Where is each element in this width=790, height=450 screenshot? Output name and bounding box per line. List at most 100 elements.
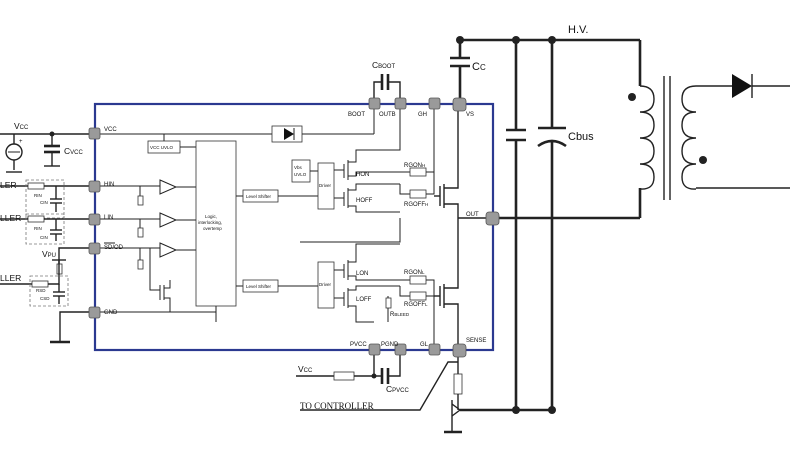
high-side-driver: Vbs UVLO Driver HON HOFF — [291, 104, 401, 213]
logic-label-3: overtemp — [203, 226, 222, 231]
cin2-sub: IN — [43, 235, 48, 240]
cin1-label: C — [40, 200, 44, 205]
pin-pvcc — [368, 343, 381, 356]
rsd-label: R — [36, 288, 40, 293]
svg-text:CIN: CIN — [40, 200, 48, 205]
bootstrap-capacitor: CBOOT — [372, 60, 401, 104]
controller-label-3: LLER — [0, 273, 21, 283]
pin-label-sd-od: SD/OD — [104, 245, 124, 251]
pin-label-gl: GL — [420, 342, 429, 348]
svg-text:CBOOT: CBOOT — [372, 60, 395, 70]
driver-high-label: Driver — [319, 183, 332, 188]
pin-label-pgnd: PGND — [381, 342, 399, 348]
level-shifter-low-label: Level Shifter — [246, 284, 272, 289]
pin-labels: VCC HIN LIN SD/OD GND BOOT OUTB GH VS OU… — [104, 112, 486, 348]
hoff-label: HOFF — [356, 198, 373, 204]
svg-text:RSD: RSD — [36, 288, 46, 293]
rgoff-l-label: RGOFF — [404, 302, 425, 308]
driver-low-label: Driver — [319, 282, 332, 287]
pin-out — [485, 211, 500, 226]
svg-text:VCC: VCC — [298, 364, 313, 374]
output-diode — [732, 74, 790, 98]
cc-sub-label: C — [480, 63, 486, 72]
svg-text:+: + — [19, 139, 23, 145]
hon-label: HON — [356, 172, 369, 178]
vcc-bottom-sub-label: CC — [304, 368, 313, 374]
pin-outb — [394, 97, 407, 110]
pin-label-hin: HIN — [104, 182, 114, 188]
vpu-label: V — [42, 249, 48, 259]
transformer — [628, 76, 790, 200]
svg-text:RGONL: RGONL — [404, 270, 425, 276]
input-buffers — [95, 179, 216, 313]
low-side-mosfet — [434, 218, 459, 350]
svg-text:Cbus: Cbus — [568, 131, 594, 143]
svg-text:VPU: VPU — [42, 249, 56, 259]
rgon-l-sub: L — [422, 270, 425, 275]
svg-text:CC: CC — [472, 61, 486, 73]
pin-label-gnd: GND — [104, 310, 118, 316]
logic-label-2: interlocking, — [198, 220, 222, 225]
cboot-sub-label: BOOT — [378, 64, 395, 70]
cin2-label: C — [40, 235, 44, 240]
cboot-label: C — [372, 60, 378, 70]
csd-sub: SD — [43, 296, 50, 301]
vcc-uvlo-label: VCC UVLO — [150, 145, 174, 150]
vcc-supply: VCC + CVCC — [0, 121, 95, 173]
rgoff-l-sub: L — [425, 302, 428, 307]
controller-label-2: LLER — [0, 213, 21, 223]
rin1-label: R — [34, 193, 38, 198]
pin-sense — [452, 343, 467, 358]
vpu-sub-label: PU — [48, 253, 56, 259]
hin-input-network: LER RIN CIN — [0, 179, 95, 219]
logic-block: Logic, interlocking, overtemp — [195, 140, 237, 322]
cc-label: C — [472, 61, 480, 73]
svg-text:CPVCC: CPVCC — [386, 384, 409, 394]
to-controller-label: TO CONTROLLER — [300, 401, 374, 411]
level-shifters: Level Shifter Level Shifter — [236, 189, 318, 293]
pin-sd-od — [88, 242, 101, 255]
svg-text:CSD: CSD — [40, 296, 50, 301]
rbleed-label: R — [390, 312, 395, 318]
rsd-sub: SD — [39, 288, 46, 293]
pin-vs — [452, 97, 467, 112]
svg-text:CVCC: CVCC — [64, 146, 83, 156]
svg-text:VCC: VCC — [14, 121, 29, 131]
cpvcc-sub-label: PVCC — [392, 388, 409, 394]
ground-left — [50, 311, 95, 344]
pin-label-gh: GH — [418, 112, 427, 118]
svg-text:RBLEED: RBLEED — [390, 312, 410, 318]
rgoff-h-label: RGOFF — [404, 202, 425, 208]
cpvcc-label: C — [386, 384, 392, 394]
vcc-left-sub-label: CC — [20, 125, 29, 131]
pin-label-vcc: VCC — [104, 127, 117, 133]
pin-vcc — [88, 127, 101, 140]
rbleed-sub-label: BLEED — [394, 312, 410, 317]
loff-label: LOFF — [356, 297, 372, 303]
cbus-label: Cbus — [568, 131, 594, 143]
cc-capacitor: CC — [450, 36, 486, 100]
vbs-uvlo-label-2: UVLO — [294, 172, 307, 177]
csd-label: C — [40, 296, 44, 301]
rin2-sub: IN — [37, 226, 42, 231]
sense-network: TO CONTROLLER — [300, 350, 463, 434]
gate-resistors-high: RGONH RGOFFH — [399, 104, 435, 208]
level-shifter-high-label: Level Shifter — [246, 194, 272, 199]
vcc-bottom-label: V — [298, 364, 304, 374]
svg-text:RGOFFH: RGOFFH — [404, 202, 428, 208]
vcc-internal: VCC UVLO — [95, 133, 272, 154]
gate-resistors-low: RGONL RGOFFL RBLEED — [385, 270, 435, 350]
svg-text:CIN: CIN — [40, 235, 48, 240]
svg-text:RIN: RIN — [34, 226, 42, 231]
cvcc-label: C — [64, 146, 70, 156]
pin-label-sense: SENSE — [466, 338, 486, 344]
cvcc-sub-label: VCC — [70, 150, 83, 156]
vbs-uvlo-label-1: Vbs — [294, 165, 303, 170]
pin-gnd — [88, 306, 101, 319]
pvcc-network: VCC CPVCC — [296, 350, 409, 394]
ic-pins — [88, 97, 500, 358]
pin-gh — [428, 97, 441, 110]
sd-input-network: VPU LLER RSD CSD — [0, 247, 95, 307]
controller-label-1: LER — [0, 180, 17, 190]
